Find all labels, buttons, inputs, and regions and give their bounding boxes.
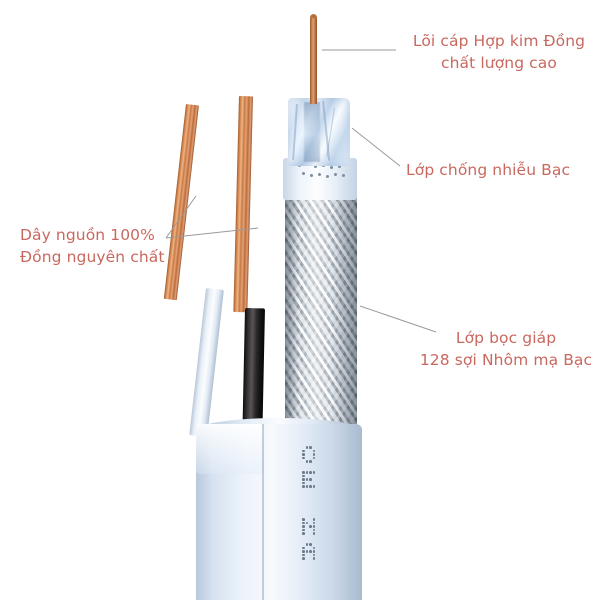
jacket-fold-edge xyxy=(262,424,264,600)
core-tip xyxy=(310,14,317,21)
power-wire-white-conductor xyxy=(163,104,199,301)
braid-armor-label: Lớp bọc giáp 128 sợi Nhôm mạ Bạc xyxy=(419,329,593,369)
power-wire-black-conductor xyxy=(233,96,253,313)
power-wire-white-insulation xyxy=(189,288,224,438)
jacket-inner-face xyxy=(196,424,264,474)
copper-core xyxy=(310,18,317,104)
foil-shield-label: Lớp chống nhiễu Bạc xyxy=(406,161,571,179)
power-wire-label: Dây nguồn 100% Đồng nguyên chất xyxy=(20,226,165,266)
copper-core-label: Lõi cáp Hợp kim Đồng chất lượng cao xyxy=(412,32,586,72)
jacket-dot-matrix-print xyxy=(292,446,342,596)
foil-shield xyxy=(288,98,350,166)
braid-shield xyxy=(285,196,357,436)
power-wire-black-insulation xyxy=(242,308,265,435)
